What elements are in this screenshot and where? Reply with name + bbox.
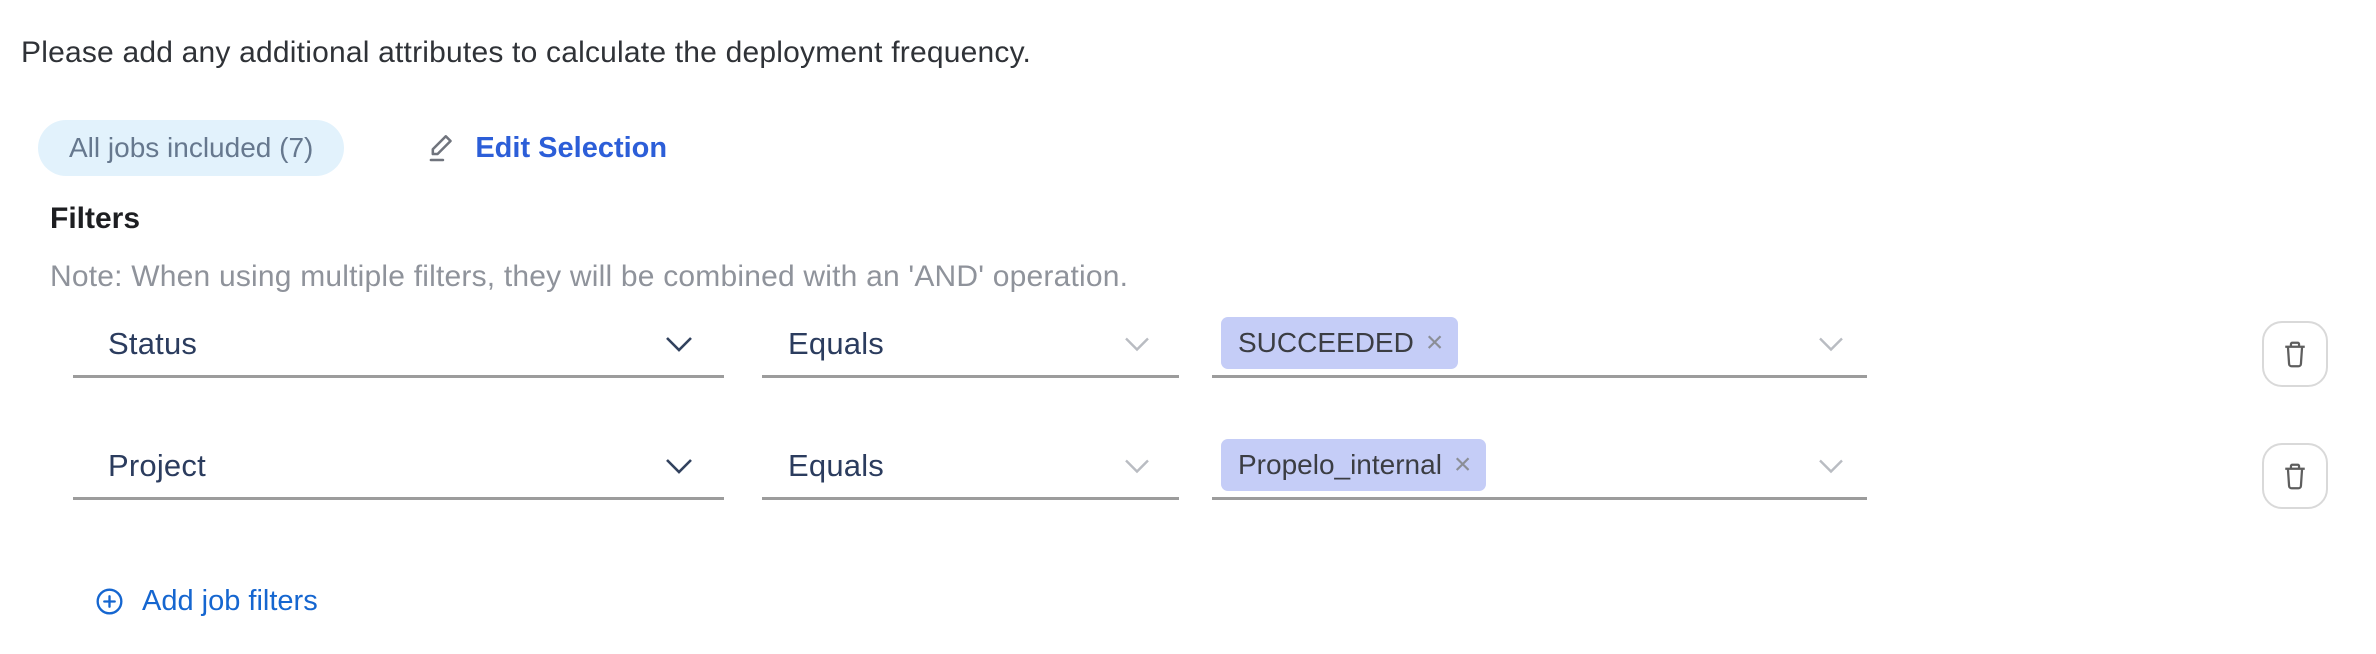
- attribute-select-value: Status: [108, 325, 198, 361]
- operator-select[interactable]: Equals: [762, 434, 1179, 500]
- edit-selection-button[interactable]: Edit Selection: [423, 129, 667, 167]
- filters-note: Note: When using multiple filters, they …: [50, 260, 1129, 293]
- delete-filter-button[interactable]: [2262, 443, 2328, 509]
- values-select[interactable]: SUCCEEDED ×: [1212, 312, 1867, 378]
- chevron-down-icon: [1817, 336, 1845, 352]
- jobs-included-badge: All jobs included (7): [38, 120, 345, 176]
- values-select[interactable]: Propelo_internal ×: [1212, 434, 1867, 500]
- attribute-select[interactable]: Status: [73, 312, 724, 378]
- chevron-down-icon: [1123, 458, 1151, 474]
- chevron-down-icon: [1817, 458, 1845, 474]
- filter-row: Status Equals SUCCEEDED ×: [73, 312, 2376, 387]
- delete-filter-button[interactable]: [2262, 321, 2328, 387]
- close-icon[interactable]: ×: [1453, 447, 1472, 481]
- attribute-select[interactable]: Project: [73, 434, 724, 500]
- operator-select-value: Equals: [788, 447, 884, 483]
- operator-select-value: Equals: [788, 325, 884, 361]
- pencil-icon: [423, 129, 461, 167]
- trash-icon: [2277, 458, 2313, 494]
- plus-circle-icon: [93, 585, 126, 618]
- add-job-filters-button[interactable]: Add job filters: [93, 585, 318, 618]
- job-selection-row: All jobs included (7) Edit Selection: [38, 120, 667, 176]
- value-tag: Propelo_internal ×: [1221, 438, 1487, 491]
- edit-selection-label: Edit Selection: [475, 131, 668, 164]
- instruction-text: Please add any additional attributes to …: [21, 36, 1032, 69]
- chevron-down-icon: [1123, 336, 1151, 352]
- chevron-down-icon: [664, 457, 694, 475]
- attribute-select-value: Project: [108, 447, 206, 483]
- add-job-filters-label: Add job filters: [142, 585, 318, 617]
- close-icon[interactable]: ×: [1425, 325, 1444, 359]
- value-tag-label: SUCCEEDED: [1238, 326, 1414, 358]
- chevron-down-icon: [664, 335, 694, 353]
- filter-row: Project Equals Propelo_internal ×: [73, 434, 2376, 509]
- value-tag: SUCCEEDED ×: [1221, 316, 1459, 369]
- operator-select[interactable]: Equals: [762, 312, 1179, 378]
- value-tag-label: Propelo_internal: [1238, 448, 1442, 480]
- trash-icon: [2277, 336, 2313, 372]
- filters-heading: Filters: [50, 202, 141, 235]
